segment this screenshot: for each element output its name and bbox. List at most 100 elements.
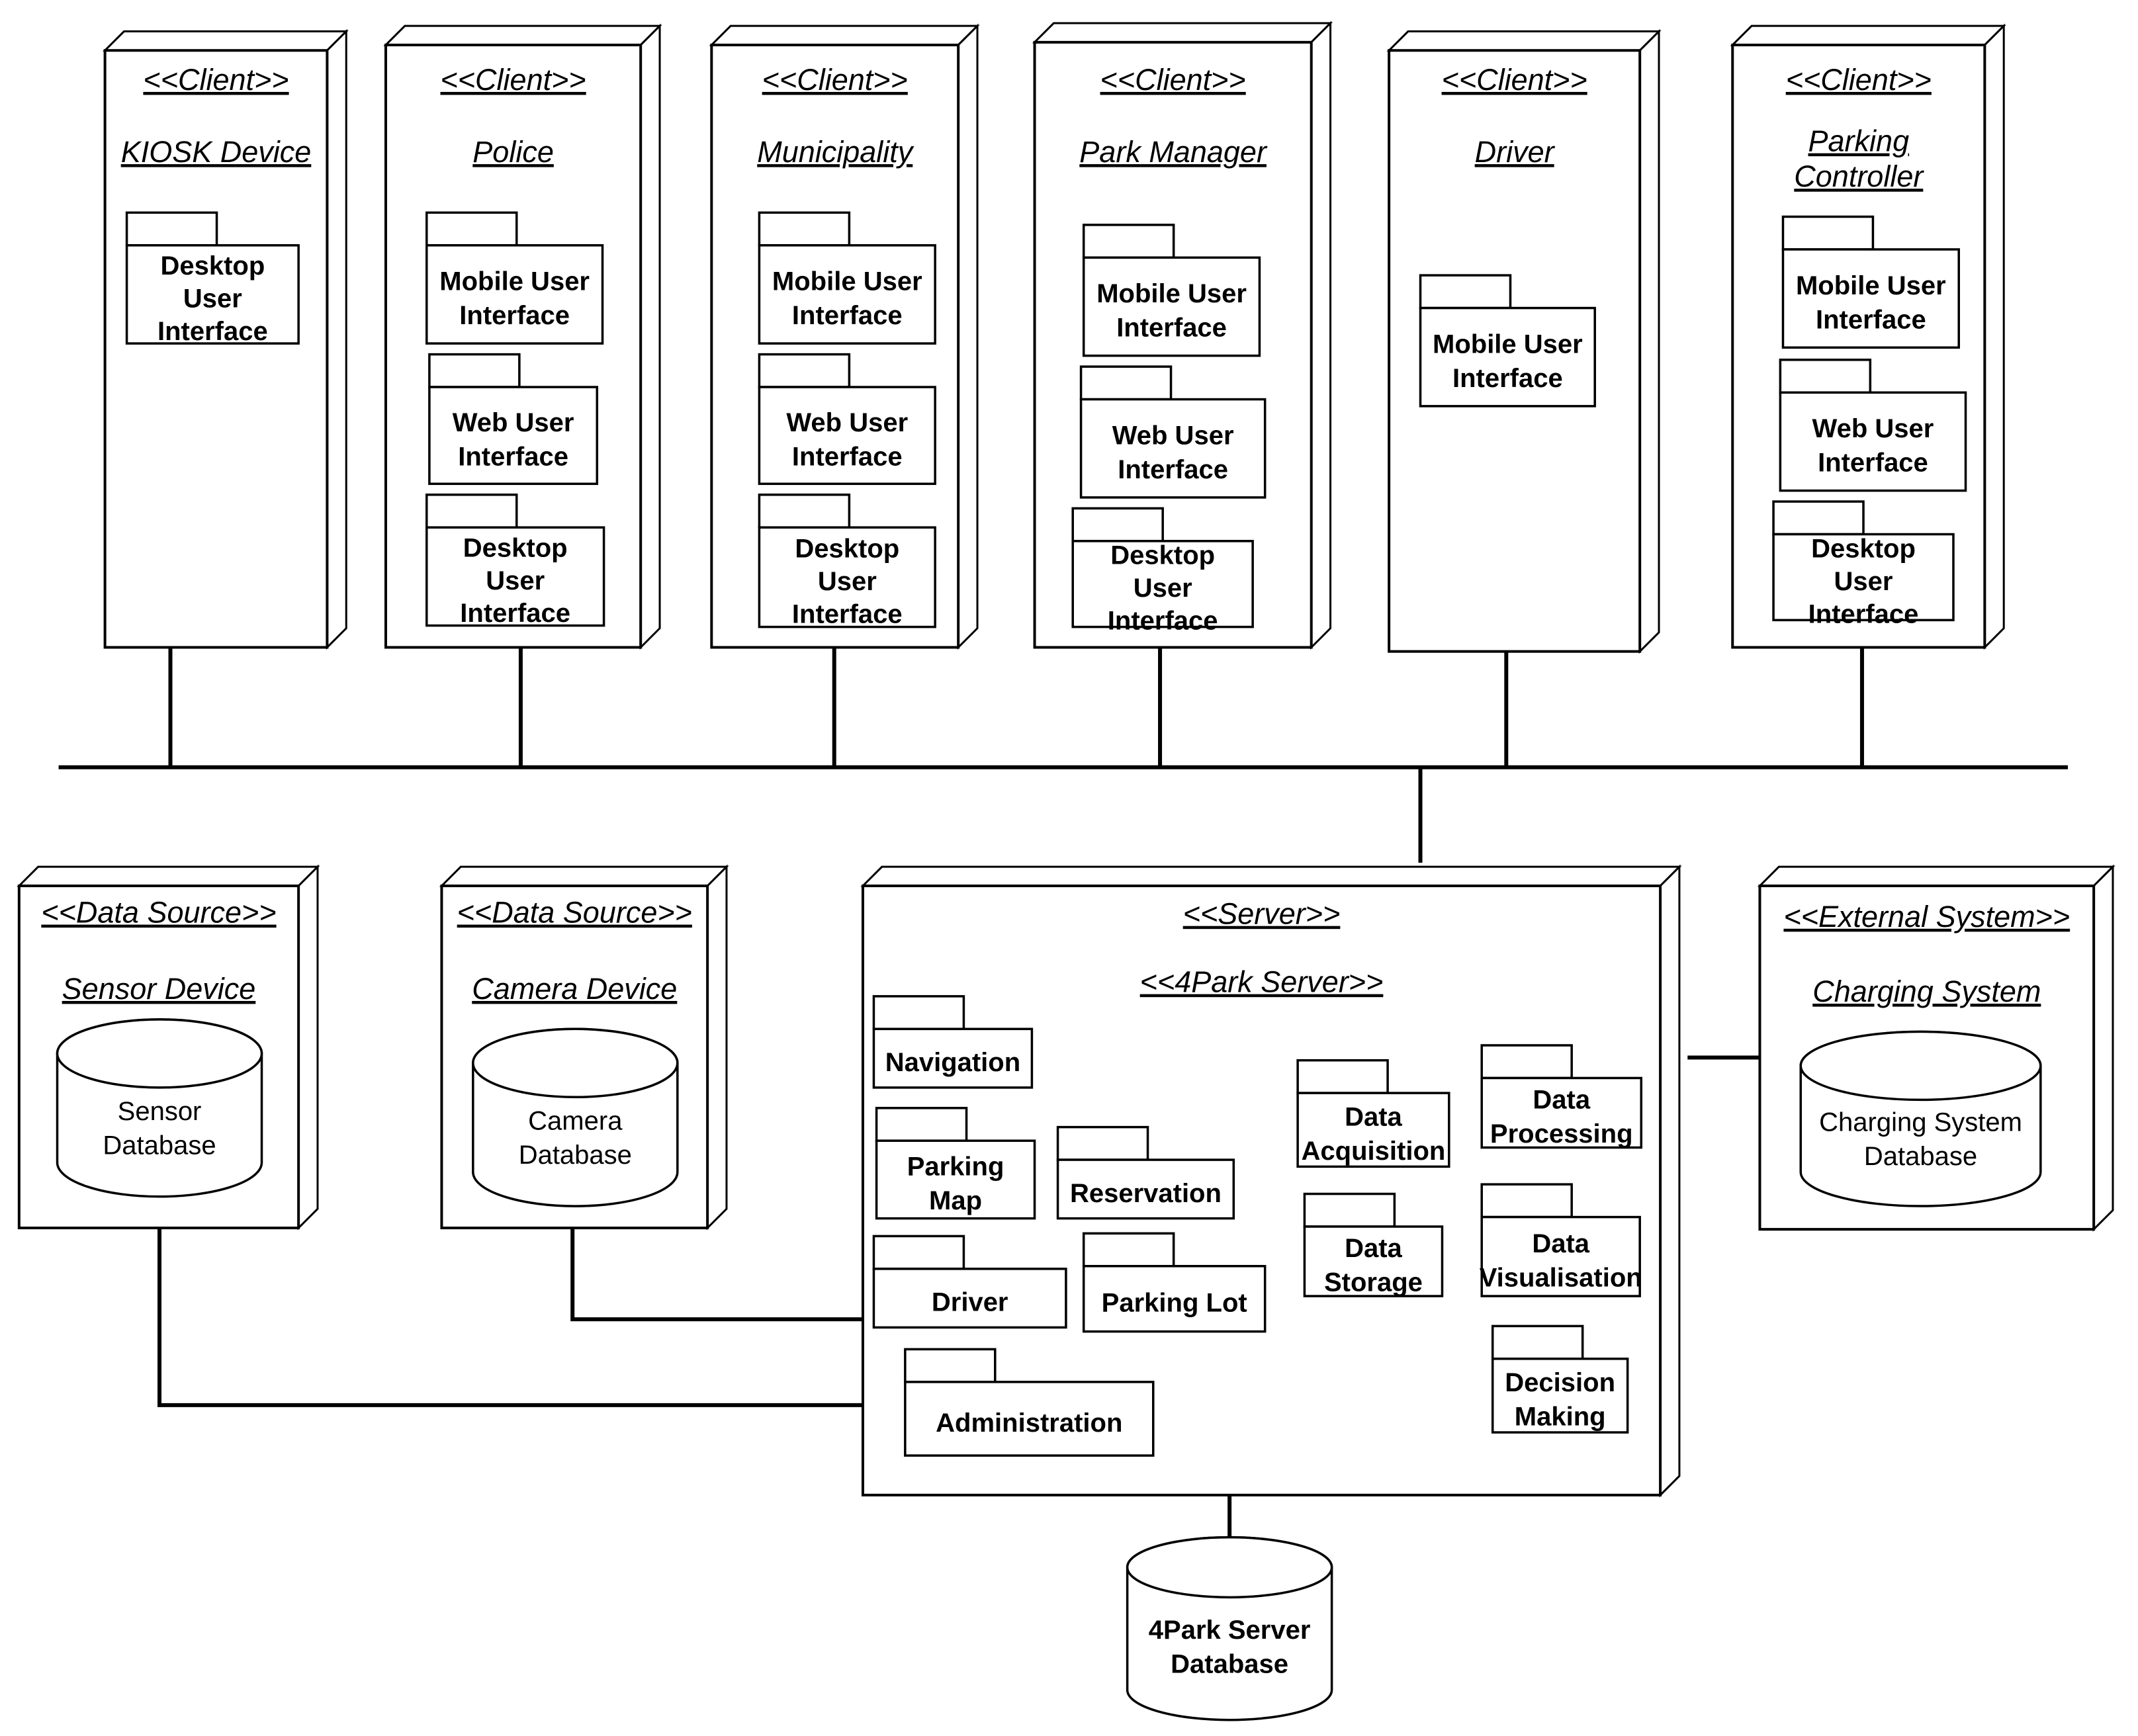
package-label: Data (1345, 1234, 1402, 1263)
node-name: Parking (1808, 124, 1910, 158)
package-label: Interface (1108, 607, 1218, 636)
node-name: Controller (1794, 159, 1924, 193)
server-package: Driver (872, 1235, 1067, 1329)
package-label: Making (1515, 1403, 1606, 1432)
package-label: Interface (792, 301, 903, 330)
server-package: Parking Lot (1082, 1232, 1267, 1333)
package-label: Web User (1812, 414, 1934, 443)
package-label: Mobile User (439, 267, 590, 296)
node-name: Park Manager (1079, 135, 1268, 169)
package-label: Administration (936, 1409, 1122, 1438)
package-label: Desktop (463, 533, 568, 562)
node-name: Charging System (1812, 975, 2041, 1008)
nodes: <<Client>>KIOSK DeviceDesktopUserInterfa… (17, 21, 2116, 1721)
package-label: Visualisation (1480, 1263, 1642, 1292)
package-label: Desktop (1811, 534, 1916, 563)
node-stereotype: <<Data Source>> (41, 896, 276, 930)
package-label: Interface (1816, 305, 1926, 334)
node-stereotype: <<Server>> (1183, 897, 1341, 931)
package-label: Interface (1116, 314, 1227, 343)
package-label: User (1834, 567, 1893, 596)
package-label: Desktop (795, 534, 899, 563)
package-label: Mobile User (1433, 329, 1583, 359)
package-label: Navigation (885, 1048, 1020, 1077)
database-label: Charging System (1819, 1108, 2022, 1137)
package-label: Interface (792, 599, 903, 629)
package-label: User (486, 566, 545, 595)
camera-server-link (570, 1228, 863, 1322)
data-source-node: <<Data Source>>Camera DeviceCameraDataba… (439, 864, 729, 1231)
database-label: Database (1171, 1650, 1288, 1679)
package-label: User (183, 284, 242, 313)
package-label: Decision (1505, 1368, 1615, 1397)
node-stereotype: <<Client>> (441, 63, 586, 97)
package-label: Interface (1818, 449, 1928, 478)
server-package: Administration (904, 1348, 1155, 1457)
package-label: Mobile User (1796, 271, 1946, 300)
package-label: Data (1533, 1086, 1590, 1115)
package-label: Interface (458, 442, 568, 471)
node-stereotype: <<Client>> (1786, 63, 1932, 97)
data-source-node: <<Data Source>>Sensor DeviceSensorDataba… (17, 864, 320, 1231)
package-label: Map (929, 1186, 982, 1215)
package-label: User (818, 567, 877, 596)
package-label: Parking (907, 1152, 1004, 1182)
database-label: 4Park Server (1149, 1616, 1311, 1645)
node-stereotype: <<Data Source>> (457, 896, 692, 930)
package-label: Reservation (1070, 1179, 1222, 1208)
node-stereotype: <<Client>> (1100, 63, 1246, 97)
database-label: Database (519, 1141, 632, 1170)
package-label: Desktop (1110, 541, 1215, 570)
node-stereotype: <<Client>> (1442, 63, 1587, 97)
package-label: Data (1345, 1102, 1402, 1131)
server-node: <<Server>> <<4Park Server>> NavigationPark… (860, 864, 1682, 1498)
package-label: Mobile User (772, 267, 922, 296)
database-label: Sensor (118, 1097, 202, 1126)
database-label: Database (103, 1131, 216, 1160)
node-name: Driver (1475, 135, 1556, 169)
node-name: <<4Park Server>> (1140, 965, 1384, 999)
package-label: Driver (932, 1288, 1008, 1317)
package-label: Interface (1808, 599, 1919, 629)
client-node: <<Client>>KIOSK DeviceDesktopUserInterfa… (102, 28, 349, 650)
node-name: KIOSK Device (121, 135, 312, 169)
node-stereotype: <<Client>> (762, 63, 908, 97)
package-label: Parking Lot (1102, 1289, 1247, 1318)
server-package: Navigation (872, 995, 1034, 1089)
package-label: Interface (157, 317, 268, 346)
package-label: Interface (1118, 455, 1228, 484)
external-system-node: <<External System>>Charging SystemChargi… (1757, 864, 2116, 1232)
package-label: User (1134, 574, 1192, 603)
database-label: Database (1864, 1142, 1977, 1171)
package-label: Interface (459, 301, 570, 330)
package-label: Interface (460, 599, 570, 628)
node-name: Police (472, 135, 554, 169)
package-label: Interface (1452, 364, 1563, 393)
package-label: Web User (1112, 421, 1234, 450)
